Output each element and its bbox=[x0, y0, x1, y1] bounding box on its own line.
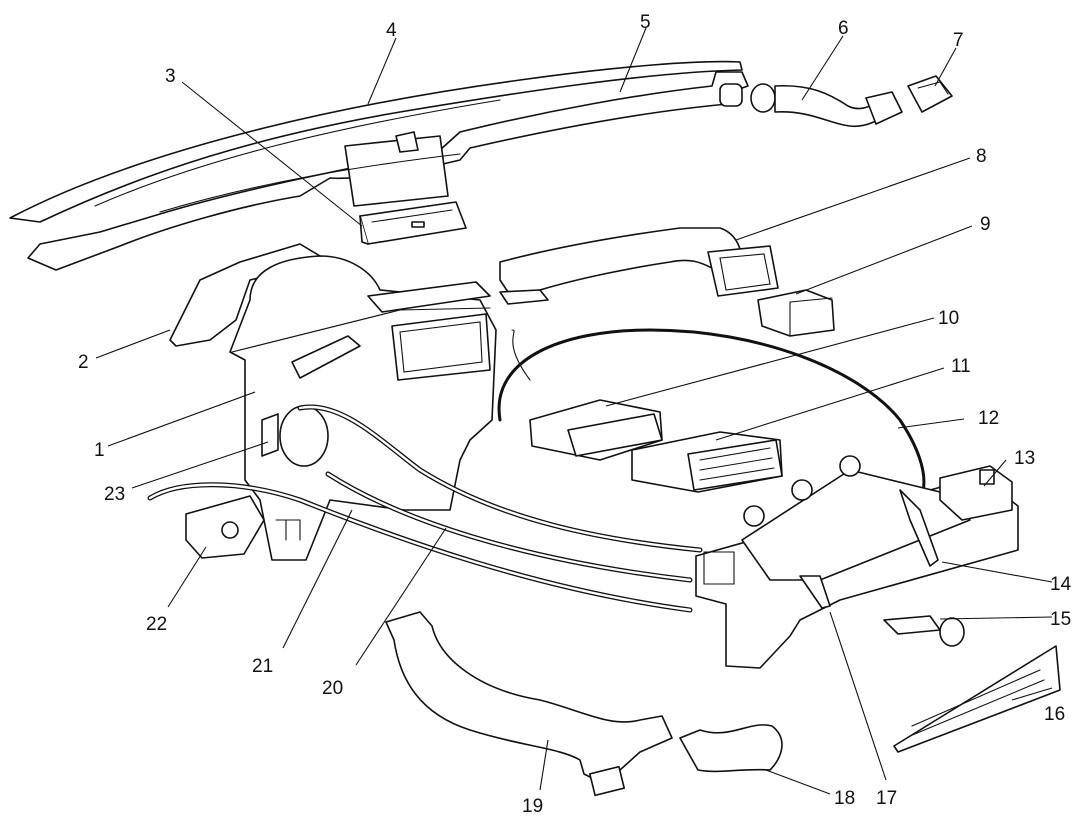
leader-7 bbox=[934, 47, 957, 87]
callout-7: 7 bbox=[953, 30, 964, 51]
callout-11: 11 bbox=[951, 356, 971, 377]
part-22-valve bbox=[185, 495, 265, 559]
leader-6 bbox=[801, 35, 844, 101]
leader-20 bbox=[355, 527, 447, 666]
leader-17 bbox=[829, 611, 887, 781]
part-7-side-vent bbox=[907, 75, 953, 113]
callout-8: 8 bbox=[976, 146, 987, 167]
leader-12 bbox=[897, 418, 965, 429]
callout-21: 21 bbox=[252, 656, 273, 677]
leader-11 bbox=[715, 367, 945, 441]
callout-6: 6 bbox=[838, 18, 849, 39]
part-3-centre-vent bbox=[359, 201, 467, 245]
leader-4 bbox=[367, 37, 397, 105]
leader-19 bbox=[539, 739, 549, 791]
part-15-lever-knob bbox=[883, 615, 965, 647]
callout-22: 22 bbox=[146, 614, 167, 635]
leader-13 bbox=[983, 459, 1007, 487]
callout-13: 13 bbox=[1014, 448, 1035, 469]
part-18-duct-extension bbox=[679, 724, 783, 773]
callout-17: 17 bbox=[876, 788, 897, 809]
part-16-facia-panel bbox=[893, 645, 1061, 753]
callout-19: 19 bbox=[522, 796, 543, 817]
leader-3 bbox=[181, 81, 363, 227]
callout-5: 5 bbox=[640, 12, 651, 33]
callout-1: 1 bbox=[94, 440, 105, 461]
leader-9 bbox=[795, 225, 973, 295]
part-5-main-duct bbox=[27, 71, 749, 271]
leader-8 bbox=[735, 157, 971, 241]
callout-12: 12 bbox=[978, 408, 999, 429]
leader-lines bbox=[95, 27, 1053, 795]
leader-1 bbox=[107, 391, 256, 447]
part-4-demister-duct bbox=[9, 60, 743, 223]
part-11-vent-grille bbox=[631, 431, 783, 493]
callout-23: 23 bbox=[104, 484, 125, 505]
callout-3: 3 bbox=[165, 66, 176, 87]
leader-22 bbox=[167, 546, 207, 608]
callout-15: 15 bbox=[1050, 609, 1071, 630]
callout-16: 16 bbox=[1044, 704, 1065, 725]
callout-18: 18 bbox=[834, 788, 855, 809]
callout-9: 9 bbox=[980, 214, 991, 235]
part-13-switch-block bbox=[939, 465, 1013, 521]
part-20-cable bbox=[325, 471, 693, 583]
callout-10: 10 bbox=[938, 308, 959, 329]
callout-20: 20 bbox=[322, 678, 343, 699]
leader-21 bbox=[282, 509, 353, 649]
leader-16 bbox=[1011, 687, 1053, 701]
leader-2 bbox=[95, 329, 171, 359]
leader-14 bbox=[941, 561, 1053, 583]
callout-14: 14 bbox=[1050, 574, 1072, 595]
leader-23 bbox=[131, 441, 269, 489]
leader-5 bbox=[619, 27, 647, 93]
leader-18 bbox=[765, 769, 831, 795]
part-9-vent bbox=[757, 289, 835, 337]
part-19-floor-duct bbox=[385, 611, 673, 797]
part-23-cable bbox=[297, 404, 703, 553]
leader-10 bbox=[605, 317, 935, 407]
part-12-cable bbox=[497, 328, 926, 502]
callout-labels: 1 2 3 4 5 6 7 8 9 10 11 12 13 14 15 16 1… bbox=[78, 12, 1072, 817]
callout-4: 4 bbox=[386, 20, 397, 41]
leader-15 bbox=[939, 616, 1053, 620]
part-21-cable bbox=[147, 482, 693, 613]
callout-2: 2 bbox=[78, 352, 89, 373]
part-10-vent-housing bbox=[511, 329, 663, 461]
part-8-lower-duct bbox=[499, 227, 779, 305]
part-1-heater-box bbox=[229, 255, 497, 561]
part-14-control-frame bbox=[695, 455, 1019, 669]
part-6-side-duct bbox=[750, 83, 903, 128]
